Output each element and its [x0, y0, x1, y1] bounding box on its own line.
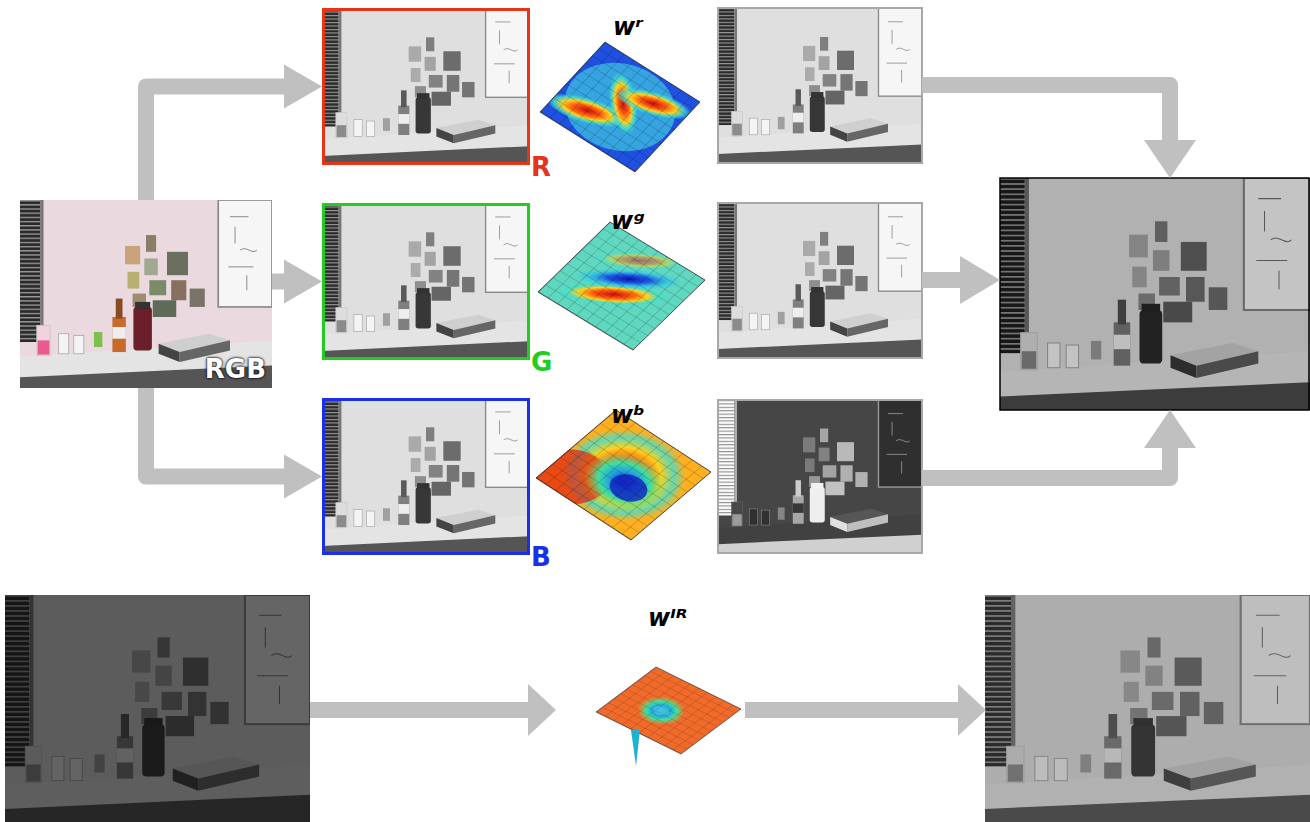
flow-arrow-heads [528, 140, 1196, 736]
filtered-photo [718, 8, 922, 163]
green-channel-photo [322, 203, 530, 360]
kernel-label-box: wᴵᴿ [648, 605, 687, 631]
arrow-head [284, 260, 322, 304]
image-panel: R [322, 8, 530, 165]
channel-label: B [531, 544, 551, 570]
channel-label: G [531, 349, 552, 375]
kernel-label-box: wᵍ [611, 208, 645, 234]
ir-photo [5, 595, 310, 822]
filtered-photo [718, 400, 922, 553]
flow-arrow-lines [310, 85, 1170, 710]
channel-label: RGB [205, 356, 266, 382]
photo-frames [718, 8, 922, 553]
filtered-photo [718, 203, 922, 358]
image-panel: G [322, 203, 530, 360]
kernel-label: wᴵᴿ [648, 604, 687, 632]
arrow-head [284, 455, 322, 499]
arrow-line [146, 388, 290, 477]
image-panel: B [322, 398, 530, 555]
kernel-dip [631, 730, 640, 766]
arrow-head [284, 65, 322, 109]
arrow-line [146, 87, 290, 201]
kernel-surface [596, 667, 741, 754]
kernel-label-box: wʳ [613, 14, 643, 40]
flow-arrow [146, 65, 322, 201]
channel-label: R [531, 154, 551, 180]
flow-arrow [272, 260, 322, 304]
kernel-surface [532, 37, 706, 176]
rgb-photo [20, 200, 272, 388]
kernel-label: wᵇ [611, 401, 645, 429]
photo-frame [1000, 178, 1309, 410]
red-channel-photo [322, 8, 530, 165]
image-panel: RGB [20, 200, 272, 388]
kernel-label: wᵍ [611, 207, 645, 235]
kernel-label: wʳ [613, 13, 643, 41]
combined-photo [1000, 178, 1310, 410]
ir-output-photo [985, 595, 1310, 822]
blue-channel-photo [322, 398, 530, 555]
kernel-label-box: wᵇ [611, 402, 645, 428]
flow-arrow [146, 388, 322, 499]
